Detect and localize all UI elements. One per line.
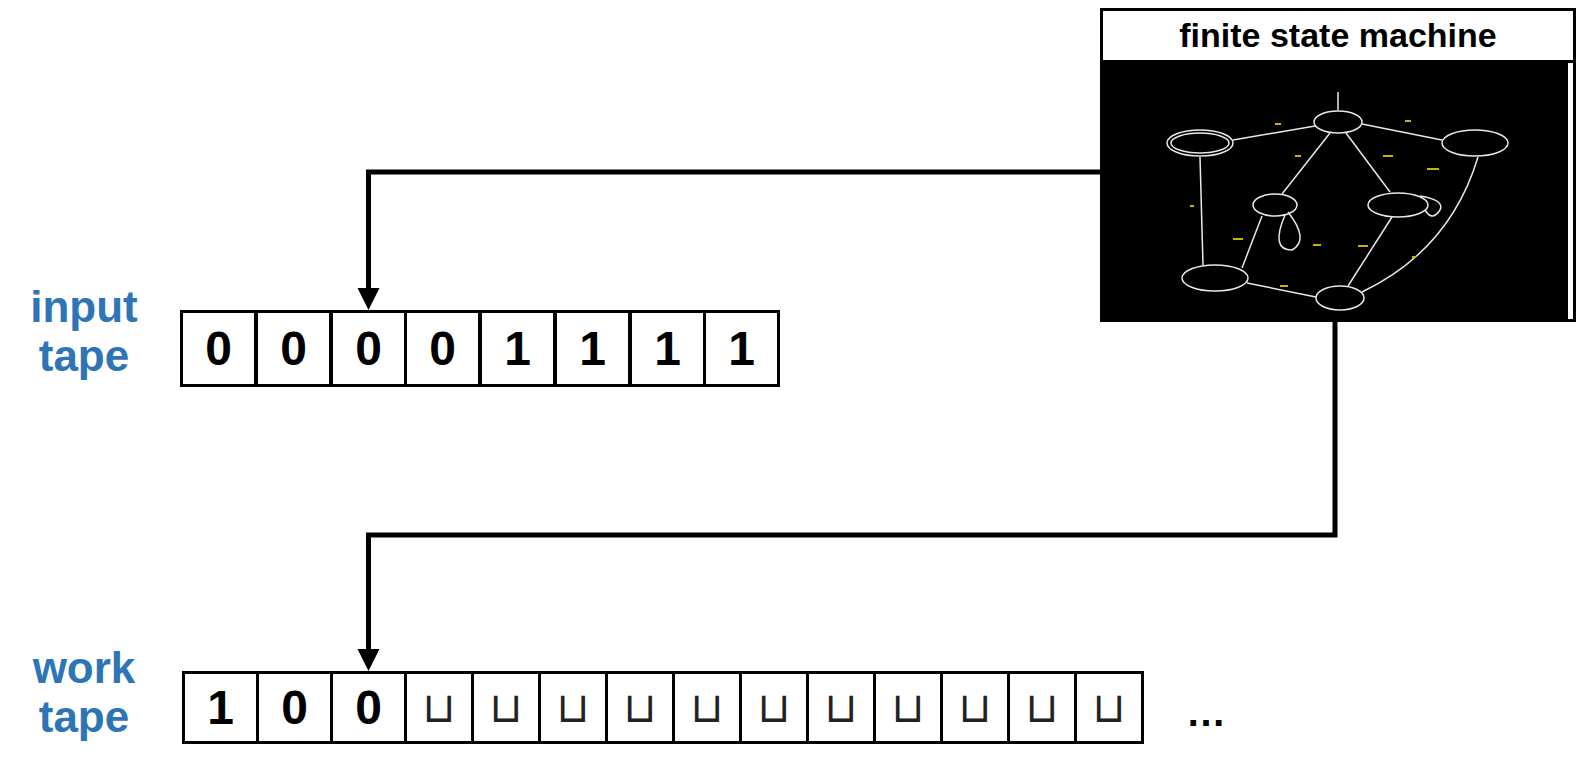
blank-symbol: ⊔ [825,687,858,729]
tape-symbol: 1 [579,325,606,373]
blank-symbol: ⊔ [758,687,791,729]
tape-cell: ⊔ [471,671,541,744]
blank-symbol: ⊔ [557,687,590,729]
tape-cell: ⊔ [806,671,876,744]
tape-symbol: 1 [654,325,681,373]
finite-state-machine-box: finite state machine [1100,8,1576,322]
tape-cell: 1 [629,310,706,387]
tape-symbol: 0 [355,325,382,373]
blank-symbol: ⊔ [624,687,657,729]
tape-cell: ⊔ [538,671,608,744]
tape-cell: ⊔ [605,671,675,744]
tape-label: input tape [8,282,160,381]
continuation-mark: … [1186,692,1266,732]
illustration-ground [1102,52,1568,320]
tape-symbol: 0 [205,325,232,373]
tape-cell: 1 [479,310,556,387]
blank-symbol: ⊔ [490,687,523,729]
connector-line [369,172,1101,290]
tape-symbol: 0 [280,325,307,373]
box-header: finite state machine [1103,11,1573,63]
tape-label: work tape [8,643,160,742]
tape-cell: 0 [256,671,333,744]
blank-symbol: ⊔ [1026,687,1059,729]
tape-cell: ⊔ [1007,671,1077,744]
tape-cell: 1 [182,671,259,744]
arrowhead [358,649,380,671]
transition-marks [1190,120,1439,287]
tape-cell: ⊔ [940,671,1010,744]
tape-symbol: 1 [504,325,531,373]
arrowhead [358,288,380,310]
tape-cell: ⊔ [873,671,943,744]
blank-symbol: ⊔ [691,687,724,729]
state-graph [1167,92,1508,310]
head-connector [358,172,1101,310]
tape-cell: ⊔ [672,671,742,744]
tape-cell: ⊔ [739,671,809,744]
blank-symbol: ⊔ [423,687,456,729]
tape-symbol: 1 [207,684,234,732]
blank-symbol: ⊔ [959,687,992,729]
tape-cell: 0 [330,671,407,744]
blank-symbol: ⊔ [1093,687,1126,729]
connector-line [369,322,1336,651]
tape-cell: ⊔ [1074,671,1144,744]
tape-symbol: 0 [429,325,456,373]
head-connector [358,322,1336,671]
tape-cell: 0 [404,310,481,387]
tape-cell: 0 [180,310,257,387]
tape-symbol: 0 [355,684,382,732]
tape-symbol: 0 [281,684,308,732]
tape-symbol: 1 [728,325,755,373]
tape-cell: 0 [330,310,407,387]
box-title: finite state machine [1179,16,1496,54]
tape-cell: 1 [554,310,631,387]
tape-cell: 0 [255,310,332,387]
tape-cell: ⊔ [404,671,474,744]
blank-symbol: ⊔ [892,687,925,729]
tape-cell: 1 [703,310,780,387]
